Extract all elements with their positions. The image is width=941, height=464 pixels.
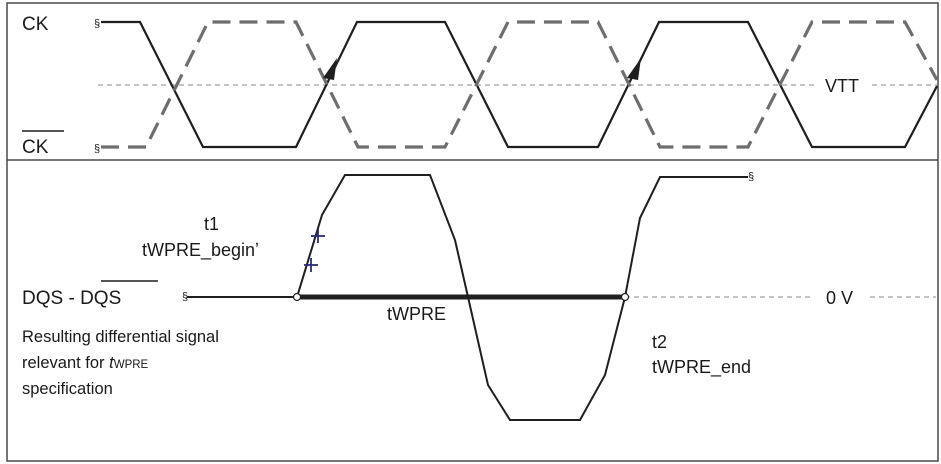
dqs-end-break-mark: § <box>748 171 754 183</box>
t2-point <box>620 292 630 302</box>
ck-bar-break-mark: § <box>94 143 100 155</box>
twpre-label: tWPRE <box>387 304 446 324</box>
ck-waveform <box>101 20 938 149</box>
caption-line-3: specification <box>22 380 113 398</box>
rising-edge-arrow <box>323 58 337 80</box>
vtt-label: VTT <box>825 76 859 96</box>
dqs-label-bar: DQS <box>80 288 121 309</box>
caption-line-2: relevant for tWPRE <box>22 354 149 372</box>
dqs-label: DQS - DQS <box>22 288 121 309</box>
zero-volt-label: 0 V <box>826 288 853 308</box>
measurement-marker <box>304 258 318 272</box>
clock-panel: CK CK VTT § § <box>22 14 939 158</box>
dqs-waveform <box>187 174 748 421</box>
diagram-frame <box>6 2 939 462</box>
ck-bar-label: CK <box>22 137 49 158</box>
t1-name: t1 <box>204 214 219 234</box>
caption-line-2-italic: t <box>109 354 115 372</box>
caption-line-2-sub: WPRE <box>114 359 149 371</box>
t2-label: tWPRE_end <box>652 357 751 378</box>
rising-edge-arrow <box>627 58 641 80</box>
measurement-marker <box>311 229 325 243</box>
dqs-break-mark: § <box>182 291 188 303</box>
ck-label: CK <box>22 14 49 35</box>
t2-name: t2 <box>652 332 667 352</box>
ck-bar-waveform <box>101 20 939 149</box>
t1-point <box>292 292 302 302</box>
caption-line-1: Resulting differential signal <box>22 328 219 346</box>
dqs-panel: DQS - DQS § § 0 V tWPRE t1 tWPRE_beginʼ … <box>22 171 936 421</box>
dqs-label-prefix: DQS - <box>22 288 80 309</box>
ck-break-mark: § <box>94 18 100 30</box>
t1-label: tWPRE_beginʼ <box>142 240 259 261</box>
caption-line-2-prefix: relevant for <box>22 354 109 372</box>
